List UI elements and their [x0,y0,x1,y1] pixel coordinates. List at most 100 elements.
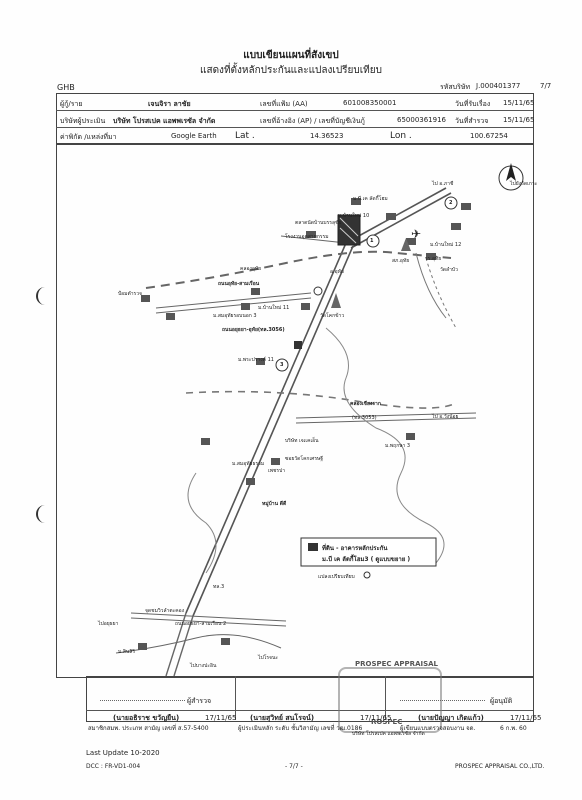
ref-label: เลขที่อ้างอิง (AP) / เลขที่บัญชีเงินกู้ [260,117,365,125]
label-village-samut: ม.สมอุทัยธรรม [232,461,265,467]
loan-no-label: เลขที่แฟ้ม (AA) [260,100,308,108]
reviewer-date: 17/11/65 [510,714,542,722]
stamp-text: บริษัท โปรสเปค แอพพเรซัล จำกัด [352,731,425,737]
label-bank-right: ไปยังวัดเกาะ [510,181,538,187]
info-table [56,93,534,145]
temple-icons [331,238,411,308]
label-road-amp: ถนนอยุธยา-สามเรือน 2 [175,621,227,627]
reviewer-label: ผู้อนุมัติ [490,697,513,705]
coords-source: Google Earth [171,132,217,140]
legend-title: ที่ดิน - อาคารหลักประกัน [322,545,388,552]
label-soi: ซอยวัดโคกเศรษฐี [285,456,324,462]
coords-label: ค่าพิกัด /แหล่งที่มา [60,133,117,141]
table-divider [56,110,533,111]
dcc-code: DCC : FR-VD1-004 [86,763,141,770]
label-wat-khokkhao: วัดโคกข้าว [320,313,345,319]
company-code-value: J.000401377 [476,82,521,90]
highway-3053 [295,417,477,424]
page-subtitle: แสดงที่ตั้งหลักประกันและแปลงเปรียบเทียบ [200,65,382,76]
canal-uthai [145,250,452,289]
label-market: ตลาดนัดบ้านบรรลุชัย [295,220,342,226]
receive-date-label: วันที่รับเรื่อง [455,100,491,108]
surveyor-name: (นายอธิราช ขวัญยืน) [113,714,180,722]
marker-1: 1 [370,238,374,244]
road-3056 [185,242,347,614]
road-uthai-samruean [155,297,312,314]
label-viewpoint: จุดชมวิวลำตะคอง [145,608,185,614]
page-mark: 7/7 [540,82,552,90]
signature-table [86,676,534,722]
company-label: บริษัทผู้ประเมิน [60,117,106,125]
marker-2: 2 [449,200,453,206]
canal-chiang-rak [185,390,457,409]
stamp-brand-top: PROSPEC APPRAISAL [355,660,439,668]
borrower-label: ผู้กู้/ราย [60,100,83,108]
reviewer-role: ผู้เขียนแบบตรวจสอบงาน จด. [400,725,476,732]
lon-value: 100.67254 [470,132,508,140]
label-factory: โรงงานอุตสาหกรรม [285,234,329,240]
marker-3: 3 [280,362,284,368]
company-code-label: รหัสบริษัท [440,83,471,91]
label-road-3056: ถนนอยุธยา-อุทัย(ทล.3056) [222,327,285,333]
compare-property [294,341,302,349]
signature-line [400,700,485,701]
label-phaya: เพชรปา [268,468,286,474]
company-value: บริษัท โปรสเปค แอพพเรซัล จำกัด [113,117,216,125]
label-village-green: ม.พฤกษา 3 [385,443,411,449]
label-district: อ.อุทัย [330,269,344,275]
building-icons [138,198,471,650]
local-road [187,472,217,574]
north-label: N [509,171,514,177]
label-police-box: ป้อมตำรวจ [118,291,142,297]
reviewer-date2: 6 ก.พ. 60 [500,725,527,732]
surveyor-label: ผู้สำรวจ [187,697,212,705]
map-frame [56,143,534,678]
airport-icon: ✈ [411,227,421,241]
label-village1: ม.บี.เค ลัดกี้โฮม [353,196,388,202]
label-to-rojana: ไปโรจนะ [258,655,279,661]
lat-value: 14.36523 [310,132,344,140]
label-school: รร.อุทัย [425,256,442,262]
legend-box [300,537,437,567]
canal-right [415,252,447,319]
surveyor-assoc: สมาชิกสมพ. ประเภท สามัญ เลขที่ ส.57-5400 [88,725,209,732]
label-road-uthai: ถนนอุทัย-สามเรือน [218,281,260,287]
loan-no-value: 601008350001 [343,99,397,107]
road-bottom [173,615,194,676]
road-3056 [192,245,354,617]
table-divider [235,676,236,720]
punch-hole [36,287,48,305]
label-village12: ม.บ้านใหม่ 12 [430,242,462,248]
table-divider [385,676,386,720]
canal-right-dashed [425,257,457,329]
river [325,327,445,564]
label-mubaan: หมู่บ้าน ดีดี [262,501,287,507]
label-temple-lambua: วัดลำบัว [440,267,458,273]
sketch-map: ✈ [115,163,524,676]
company-en: PROSPEC APPRAISAL CO.,LTD. [455,763,545,770]
label-to-phachi: ไป อ.ภาชี [432,181,454,187]
road-bottom [165,612,187,676]
label-to-ayutthaya: ไปอยุธยา [98,621,119,627]
bank-name: GHB [57,83,75,92]
lon-label: Lon . [390,131,412,141]
road-ayutthaya-samruean [130,612,287,622]
label-to-bangpain: ไปบางปะอิน [190,663,217,669]
signature-line [100,700,185,701]
borrower-value: เจนจิรา ลาชัย [148,100,191,108]
label-to-wangnoi: ไป อ.วังน้อย [432,414,459,420]
label-company-j: บริษัท เจเเคเอ็น [285,438,319,444]
survey-date-label: วันที่สำรวจ [455,117,489,125]
reviewer-name: (นายปัญญา เกิดแก้ว) [418,714,484,722]
label-canal-chiangrak: คลองเชียงราก [350,401,381,407]
label-canal-uthai: คลองอุทัย [240,266,262,272]
receive-date-value: 15/11/65 [503,99,535,107]
punch-hole [36,505,48,523]
label-village10: ม.บ้านใหม่ 10 [338,213,370,219]
label-intersection: ทล.3 [213,584,225,590]
label-village-sinsiri: ม.สินสิริ [118,649,136,655]
approver-role: ผู้ประเมินหลัก ระดับ ชั้นวิสามัญ เลขที่ … [238,725,363,732]
page-title: แบบเขียนแผนที่สังเขป [243,50,339,61]
page-number: - 7/7 - [285,763,303,770]
road-uthai-samruean [155,292,312,309]
